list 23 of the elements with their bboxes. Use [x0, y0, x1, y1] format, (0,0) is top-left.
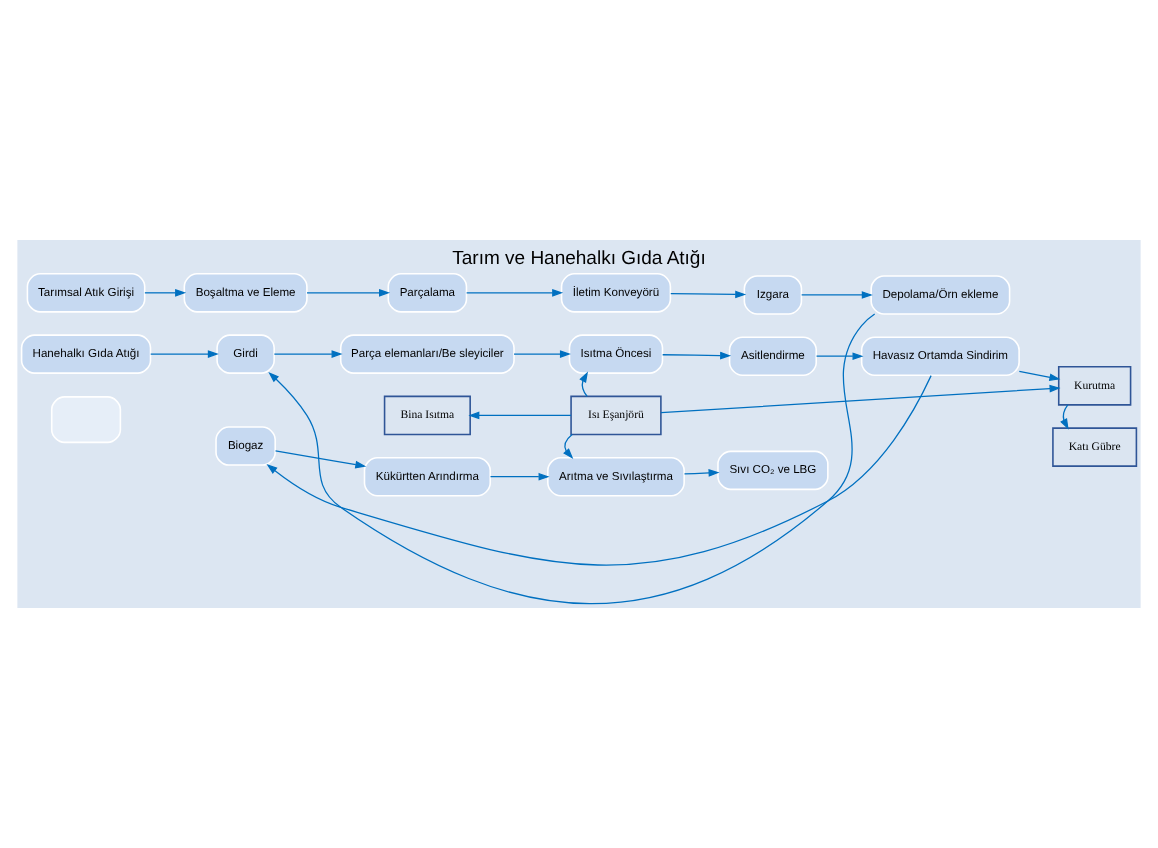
arrow: [513, 350, 571, 358]
arrow: [144, 289, 187, 297]
arrow: [660, 384, 1061, 414]
arrow: [662, 351, 732, 360]
arrow: [468, 411, 572, 420]
arrow: [306, 289, 391, 297]
arrow: [815, 352, 864, 361]
arrow: [563, 433, 574, 459]
arrow: [268, 313, 876, 605]
arrow: [579, 371, 588, 397]
arrow: [274, 450, 367, 469]
arrow: [1018, 370, 1061, 382]
diagram-title: Tarım ve Hanehalkı Gıda Atığı: [452, 247, 706, 270]
arrow: [465, 289, 564, 297]
arrow: [670, 290, 747, 299]
arrow: [150, 350, 219, 358]
node-box: [50, 396, 122, 444]
arrow: [683, 469, 720, 477]
arrow: [489, 472, 550, 481]
arrow: [273, 350, 343, 358]
arrow: [266, 375, 932, 566]
arrow: [1060, 404, 1069, 430]
arrow: [801, 291, 873, 299]
